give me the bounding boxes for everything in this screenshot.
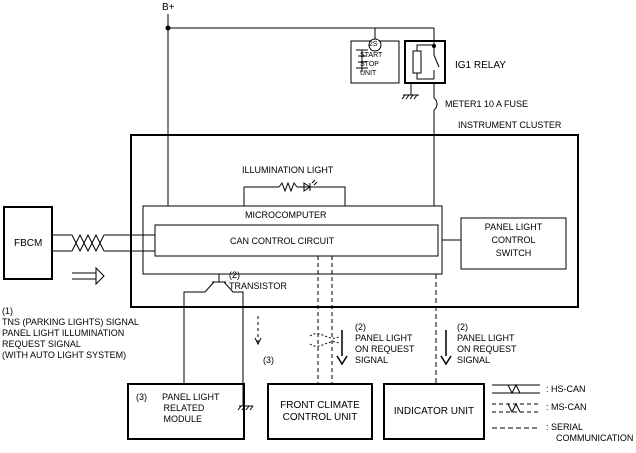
start-stop-unit-line1: START xyxy=(360,52,383,59)
start-stop-badge: 2S xyxy=(369,41,378,48)
indicator-unit-label: INDICATOR UNIT xyxy=(393,406,475,417)
legend-area xyxy=(486,379,634,445)
climate-unit-line2: CONTROL UNIT xyxy=(282,412,358,423)
ig1-relay-box xyxy=(404,40,446,84)
legend-ms-twist xyxy=(507,402,521,414)
cluster-title: INSTRUMENT CLUSTER xyxy=(458,120,562,130)
relay-coil-lead xyxy=(416,44,434,80)
twisted-pair-a xyxy=(71,233,105,253)
start-stop-unit-symbol xyxy=(356,49,368,72)
request-arrow-indicator xyxy=(440,330,452,366)
illumination-resistor xyxy=(278,181,298,193)
relay-contact-dot xyxy=(432,44,436,48)
instrument-cluster-box xyxy=(130,134,579,308)
panel-light-module-label: (3) PANEL LIGHT RELATED MODULE xyxy=(136,392,220,424)
transistor-ground-hatch-4 xyxy=(249,405,254,411)
panel-switch-line3: SWITCH xyxy=(495,248,532,258)
climate-unit-box xyxy=(267,383,373,440)
tns-signal-label: (1) TNS (PARKING LIGHTS) SIGNAL PANEL LI… xyxy=(2,306,139,360)
relay-ground-hatch-4 xyxy=(413,94,418,100)
transistor-ground-hatch-1 xyxy=(237,405,242,411)
legend-hs-twist xyxy=(507,383,521,395)
fuse-label: METER1 10 A FUSE xyxy=(445,99,529,109)
request-signal-climate: (2) PANEL LIGHT ON REQUEST SIGNAL xyxy=(355,322,415,365)
twisted-pair-b xyxy=(71,233,105,253)
illumination-led xyxy=(303,182,311,192)
panel-light-switch-box xyxy=(460,217,567,270)
fbcm-box xyxy=(3,206,53,280)
relay-ground-hatch-3 xyxy=(409,94,414,100)
indicator-unit-box xyxy=(383,383,485,440)
relay-ground-hatch-2 xyxy=(405,94,410,100)
start-stop-unit-line2: STOP xyxy=(360,61,379,68)
panel-switch-line2: CONTROL xyxy=(491,235,536,245)
transistor-emitter-lead xyxy=(223,281,244,406)
panel-switch-line1: PANEL LIGHT xyxy=(484,222,543,232)
battery-label: B+ xyxy=(162,2,175,13)
relay-ground-hatch-1 xyxy=(401,94,406,100)
ig1-relay-label: IG1 RELAY xyxy=(455,60,506,71)
can-control-box xyxy=(154,224,439,257)
legend-serial-line1: : SERIAL xyxy=(546,422,584,432)
panel-light-module-box xyxy=(127,383,245,440)
relay-coil xyxy=(412,50,422,74)
illumination-rays xyxy=(311,179,318,186)
ground-reference-label: (3) xyxy=(263,355,274,365)
relay-switch-contact xyxy=(433,46,440,79)
ms-can-twist-mark xyxy=(309,333,341,347)
signal-arrow-fbcm xyxy=(72,266,105,286)
supply-junction-dot xyxy=(165,25,171,31)
legend-serial-line2: COMMUNICATION xyxy=(556,433,634,443)
ground-reference-arrowhead xyxy=(254,337,262,346)
transistor-collector-lead xyxy=(183,281,215,384)
start-stop-unit-line3: UNIT xyxy=(360,70,377,77)
fbcm-label: FBCM xyxy=(14,238,43,249)
illumination-right-lead xyxy=(297,186,346,206)
transistor-ground-hatch-3 xyxy=(245,405,250,411)
illumination-light-label: ILLUMINATION LIGHT xyxy=(242,165,334,175)
legend-ms-can: : MS-CAN xyxy=(546,402,587,412)
can-control-label: CAN CONTROL CIRCUIT xyxy=(230,236,335,246)
legend-hs-can: : HS-CAN xyxy=(546,384,586,394)
illumination-left-lead xyxy=(243,186,279,206)
start-stop-badge-circle xyxy=(368,38,382,52)
climate-unit-line1: FRONT CLIMATE xyxy=(280,400,360,411)
microcomputer-label: MICROCOMPUTER xyxy=(245,210,327,220)
transistor-label: (2) TRANSISTOR xyxy=(229,270,287,291)
request-arrow-climate xyxy=(336,330,348,366)
request-signal-indicator: (2) PANEL LIGHT ON REQUEST SIGNAL xyxy=(457,322,517,365)
fuse-symbol xyxy=(433,97,438,111)
